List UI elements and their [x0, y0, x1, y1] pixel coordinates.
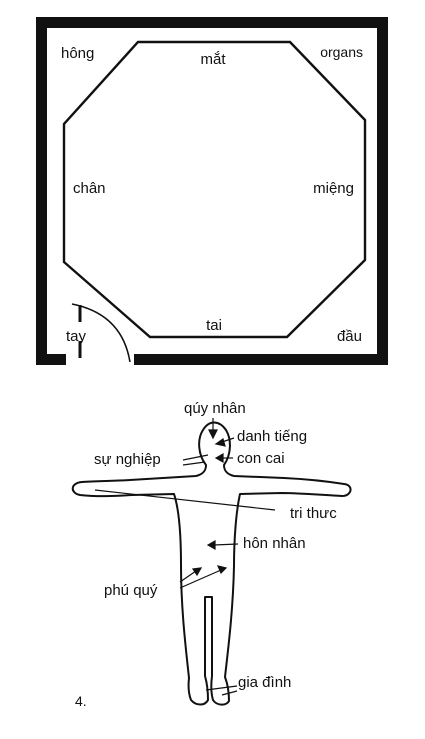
label-dau: đầu	[337, 328, 362, 345]
label-gia-dinh: gia đình	[238, 674, 291, 691]
room-diagram: hông mắt organs chân miệng tai tay đầu	[36, 17, 388, 365]
label-tay: tay	[66, 328, 87, 345]
label-tai: tai	[206, 317, 222, 334]
figure-number: 4.	[75, 693, 87, 709]
label-organs: organs	[320, 44, 363, 60]
room-wall-bottom-right	[134, 354, 388, 365]
label-quy-nhan: qúy nhân	[184, 400, 246, 417]
body-map: qúy nhân danh tiếng sự nghiệp con cai tr…	[71, 400, 352, 709]
label-danh-tieng: danh tiếng	[237, 428, 307, 445]
label-su-nghiep: sự nghiệp	[94, 451, 161, 468]
label-mieng: miệng	[313, 180, 354, 197]
label-mat: mắt	[200, 51, 226, 68]
leader-lines	[94, 418, 276, 696]
room-wall-left	[36, 17, 47, 365]
label-phu-quy: phú quý	[104, 582, 158, 599]
label-tri-thuc: tri thưc	[290, 505, 337, 522]
room-wall-right	[377, 17, 388, 365]
human-figure-outline	[71, 421, 352, 706]
bagua-octagon	[62, 40, 367, 339]
label-hong: hông	[61, 45, 94, 62]
label-chan: chân	[73, 180, 106, 197]
room-wall-bottom-left	[36, 354, 66, 365]
room-wall-top	[36, 17, 388, 28]
door-icon	[71, 303, 131, 363]
label-hon-nhan: hôn nhân	[243, 535, 306, 552]
label-con-cai: con cai	[237, 450, 285, 467]
